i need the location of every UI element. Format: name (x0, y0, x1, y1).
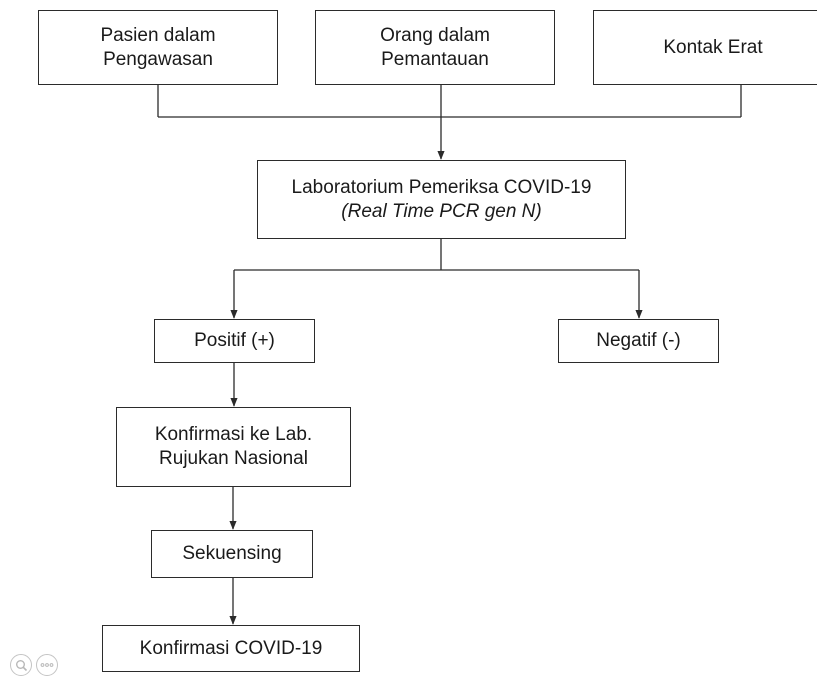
negative-box: Negatif (-) (558, 319, 719, 363)
sequencing-box: Sekuensing (151, 530, 313, 578)
sequencing-label: Sekuensing (182, 543, 282, 564)
lab-title: Laboratorium Pemeriksa COVID-19 (291, 176, 592, 198)
source-box-pasien-dalam-pengawasan: Pasien dalam Pengawasan (38, 10, 278, 85)
more-options-icon[interactable] (36, 654, 58, 676)
more-options-icon-glyph (40, 663, 54, 667)
box-text-line: Pasien dalam (100, 24, 216, 46)
box-text-line: Kontak Erat (663, 36, 763, 58)
box-text-line: Pemantauan (381, 48, 489, 70)
source-box-kontak-erat: Kontak Erat (593, 10, 817, 85)
box-text-line: Rujukan Nasional (159, 448, 308, 469)
positive-box: Positif (+) (154, 319, 315, 363)
magnifier-icon[interactable] (10, 654, 32, 676)
box-text-line: Konfirmasi ke Lab. (154, 424, 313, 445)
lab-box: Laboratorium Pemeriksa COVID-19 (Real Ti… (257, 160, 626, 239)
positive-label: Positif (+) (194, 330, 275, 351)
confirmation-box: Konfirmasi COVID-19 (102, 625, 360, 672)
confirmation-label: Konfirmasi COVID-19 (139, 637, 323, 659)
box-text-line: Orang dalam (380, 24, 490, 46)
viewer-controls (10, 654, 58, 676)
negative-label: Negatif (-) (596, 330, 681, 351)
lab-method: (Real Time PCR gen N) (341, 200, 542, 222)
referral-box: Konfirmasi ke Lab. Rujukan Nasional (116, 407, 351, 487)
box-text-line: Pengawasan (103, 48, 213, 70)
source-box-orang-dalam-pemantauan: Orang dalam Pemantauan (315, 10, 555, 85)
magnifier-icon-glyph (15, 659, 27, 671)
